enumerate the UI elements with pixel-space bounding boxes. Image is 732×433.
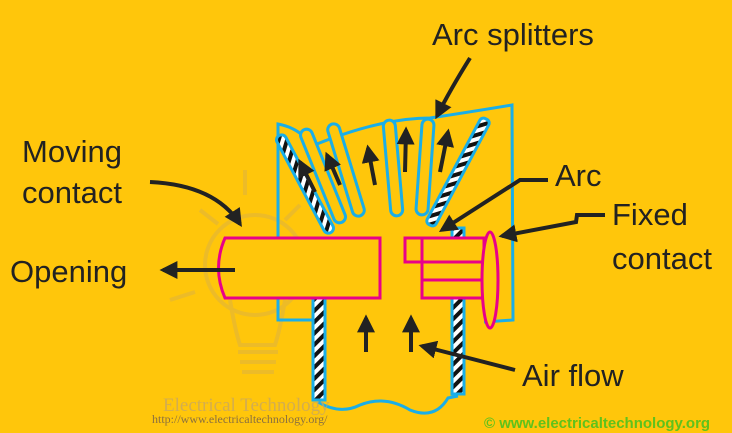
arc-splitter-plates <box>275 116 491 235</box>
label-moving-contact-line1: Moving <box>22 134 122 169</box>
callout-arc-splitters <box>435 56 472 120</box>
fixed-contact <box>403 230 500 330</box>
air-flow-arrows <box>298 126 455 352</box>
copyright-text: © www.electricaltechnology.org <box>484 415 710 432</box>
label-air-flow: Air flow <box>522 358 624 393</box>
callout-arc <box>438 178 548 232</box>
label-fixed-contact-line1: Fixed <box>612 197 688 232</box>
label-moving-contact-line2: contact <box>22 175 122 210</box>
label-fixed-contact-line2: contact <box>612 241 712 276</box>
label-arc: Arc <box>555 158 602 193</box>
moving-contact <box>217 236 382 300</box>
label-opening: Opening <box>10 254 127 289</box>
callout-fixed-contact <box>498 213 605 243</box>
callout-air-flow <box>418 340 516 372</box>
callout-moving-contact <box>149 180 242 228</box>
label-arc-splitters: Arc splitters <box>432 17 594 52</box>
watermark-title: Electrical Technology <box>163 395 330 416</box>
callout-lines <box>149 56 605 372</box>
watermark-url: http://www.electricaltechnology.org/ <box>152 412 328 426</box>
